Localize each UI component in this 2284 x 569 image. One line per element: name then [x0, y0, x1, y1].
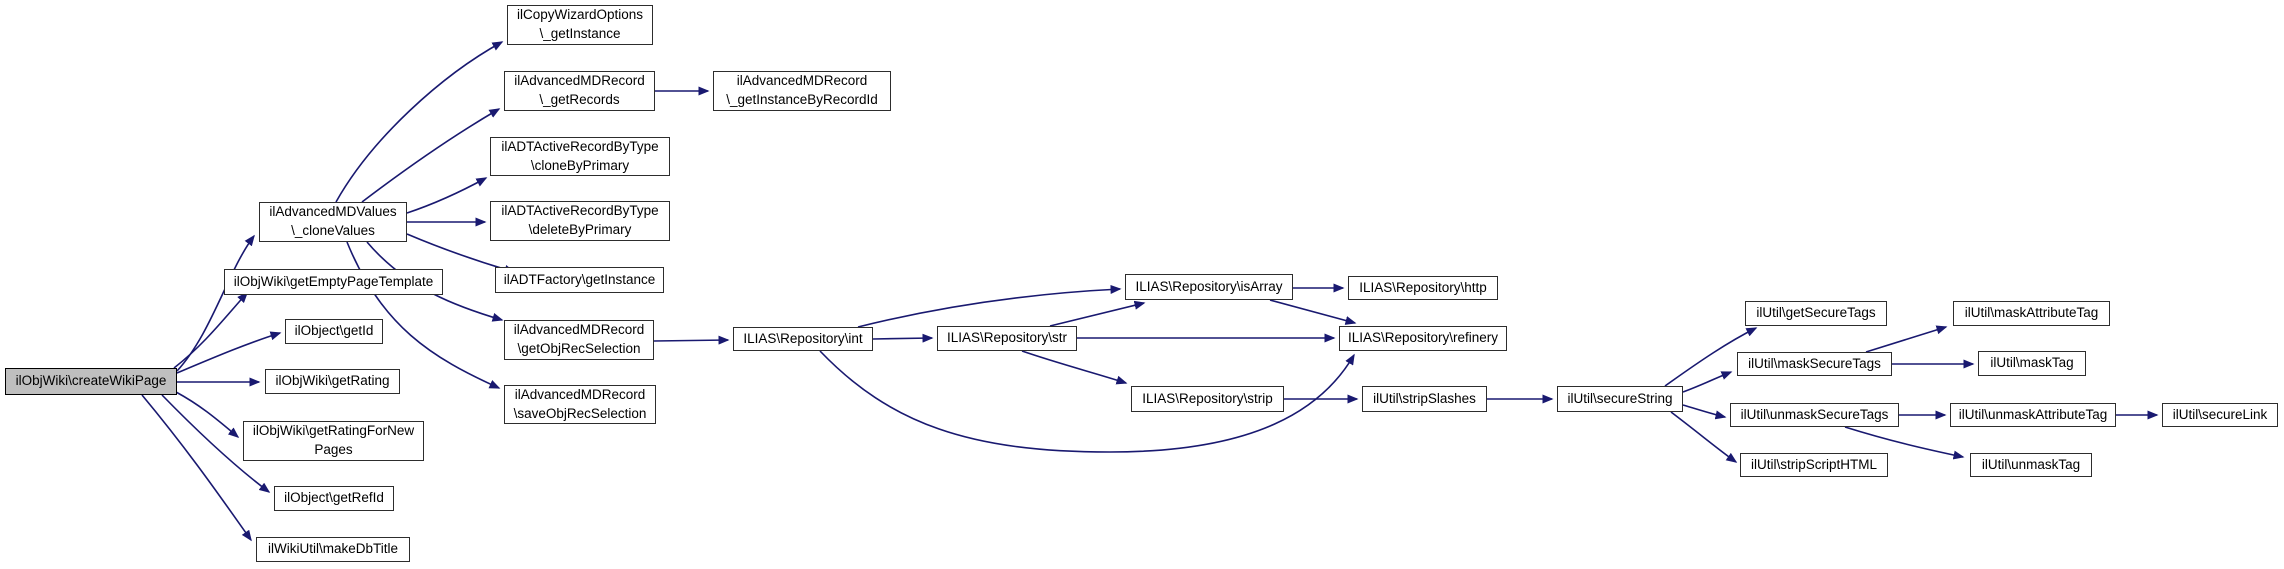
node-getRating[interactable]: ilObjWiki\getRating — [265, 369, 400, 394]
edge-repoInt-to-isArray — [857, 284, 1122, 328]
node-getRatingForNewPages[interactable]: ilObjWiki\getRatingForNew Pages — [243, 421, 424, 461]
edge-repoStr-to-isArray — [1049, 300, 1146, 327]
node-getEmptyPageTemplate[interactable]: ilObjWiki\getEmptyPageTemplate — [224, 269, 443, 295]
node-unmaskTag[interactable]: ilUtil\unmaskTag — [1970, 453, 2092, 477]
node-createWikiPage[interactable]: ilObjWiki\createWikiPage — [5, 368, 177, 395]
edge-createWikiPage-to-cloneValues — [176, 234, 255, 372]
node-stripScriptHTML[interactable]: ilUtil\stripScriptHTML — [1740, 453, 1888, 477]
node-secureLink[interactable]: ilUtil\secureLink — [2162, 403, 2278, 427]
node-stripSlashes[interactable]: ilUtil\stripSlashes — [1362, 386, 1487, 412]
node-isArray[interactable]: ILIAS\Repository\isArray — [1125, 274, 1293, 300]
edge-repoStr-to-strip — [1021, 350, 1128, 385]
node-makeDbTitle[interactable]: ilWikiUtil\makeDbTitle — [256, 537, 410, 562]
node-repoStr[interactable]: ILIAS\Repository\str — [937, 326, 1077, 351]
node-maskAttributeTag[interactable]: ilUtil\maskAttributeTag — [1953, 301, 2110, 326]
edge-createWikiPage-to-getEmptyPageTemplate — [173, 291, 249, 369]
edge-createWikiPage-to-getRefId — [161, 394, 271, 493]
edge-secureString-to-getSecureTags — [1664, 327, 1758, 387]
edge-isArray-to-refinery — [1269, 299, 1357, 325]
edge-cloneValues-to-getRecords — [361, 108, 501, 203]
node-getSecureTags[interactable]: ilUtil\getSecureTags — [1745, 301, 1887, 326]
node-secureString[interactable]: ilUtil\secureString — [1557, 386, 1683, 412]
edge-repoInt-to-repoStr — [872, 333, 934, 343]
node-getInstanceByRecordId[interactable]: ilAdvancedMDRecord \_getInstanceByRecord… — [713, 71, 891, 111]
node-getRecords[interactable]: ilAdvancedMDRecord \_getRecords — [504, 71, 655, 111]
edge-cloneValues-to-copyWizardGetInstance — [335, 41, 504, 203]
edge-secureString-to-stripScriptHTML — [1670, 411, 1738, 463]
node-copyWizardGetInstance[interactable]: ilCopyWizardOptions \_getInstance — [507, 5, 653, 45]
node-http[interactable]: ILIAS\Repository\http — [1348, 276, 1498, 300]
node-adtFactoryGetInstance[interactable]: ilADTFactory\getInstance — [495, 267, 664, 293]
node-unmaskAttributeTag[interactable]: ilUtil\unmaskAttributeTag — [1950, 403, 2116, 427]
edge-repoInt-to-refinery — [819, 350, 1355, 453]
node-cloneValues[interactable]: ilAdvancedMDValues \_cloneValues — [259, 202, 407, 242]
edge-unmaskSecureTags-to-unmaskTag — [1844, 426, 1965, 460]
edge-createWikiPage-to-getId — [176, 331, 282, 374]
node-repoInt[interactable]: ILIAS\Repository\int — [733, 327, 873, 351]
edge-secureString-to-maskSecureTags — [1682, 371, 1733, 393]
edge-createWikiPage-to-makeDbTitle — [141, 394, 252, 542]
node-strip[interactable]: ILIAS\Repository\strip — [1131, 386, 1284, 412]
node-cloneByPrimary[interactable]: ilADTActiveRecordByType \cloneByPrimary — [490, 137, 670, 176]
node-maskSecureTags[interactable]: ilUtil\maskSecureTags — [1737, 352, 1892, 376]
node-refinery[interactable]: ILIAS\Repository\refinery — [1339, 326, 1507, 351]
edge-cloneValues-to-cloneByPrimary — [406, 177, 488, 214]
node-deleteByPrimary[interactable]: ilADTActiveRecordByType \deleteByPrimary — [490, 201, 670, 241]
edge-maskSecureTags-to-maskAttributeTag — [1865, 325, 1948, 353]
edge-getObjRecSelection-to-repoInt — [653, 335, 730, 345]
node-unmaskSecureTags[interactable]: ilUtil\unmaskSecureTags — [1730, 403, 1899, 427]
edge-cloneValues-to-saveObjRecSelection — [346, 241, 501, 389]
node-getRefId[interactable]: ilObject\getRefId — [274, 486, 394, 511]
node-getObjRecSelection[interactable]: ilAdvancedMDRecord \getObjRecSelection — [504, 320, 654, 360]
node-saveObjRecSelection[interactable]: ilAdvancedMDRecord \saveObjRecSelection — [504, 385, 656, 424]
node-maskTag[interactable]: ilUtil\maskTag — [1978, 351, 2086, 376]
edge-createWikiPage-to-getRatingForNewPages — [175, 391, 240, 438]
edge-secureString-to-unmaskSecureTags — [1682, 404, 1727, 420]
node-getId[interactable]: ilObject\getId — [285, 319, 383, 344]
